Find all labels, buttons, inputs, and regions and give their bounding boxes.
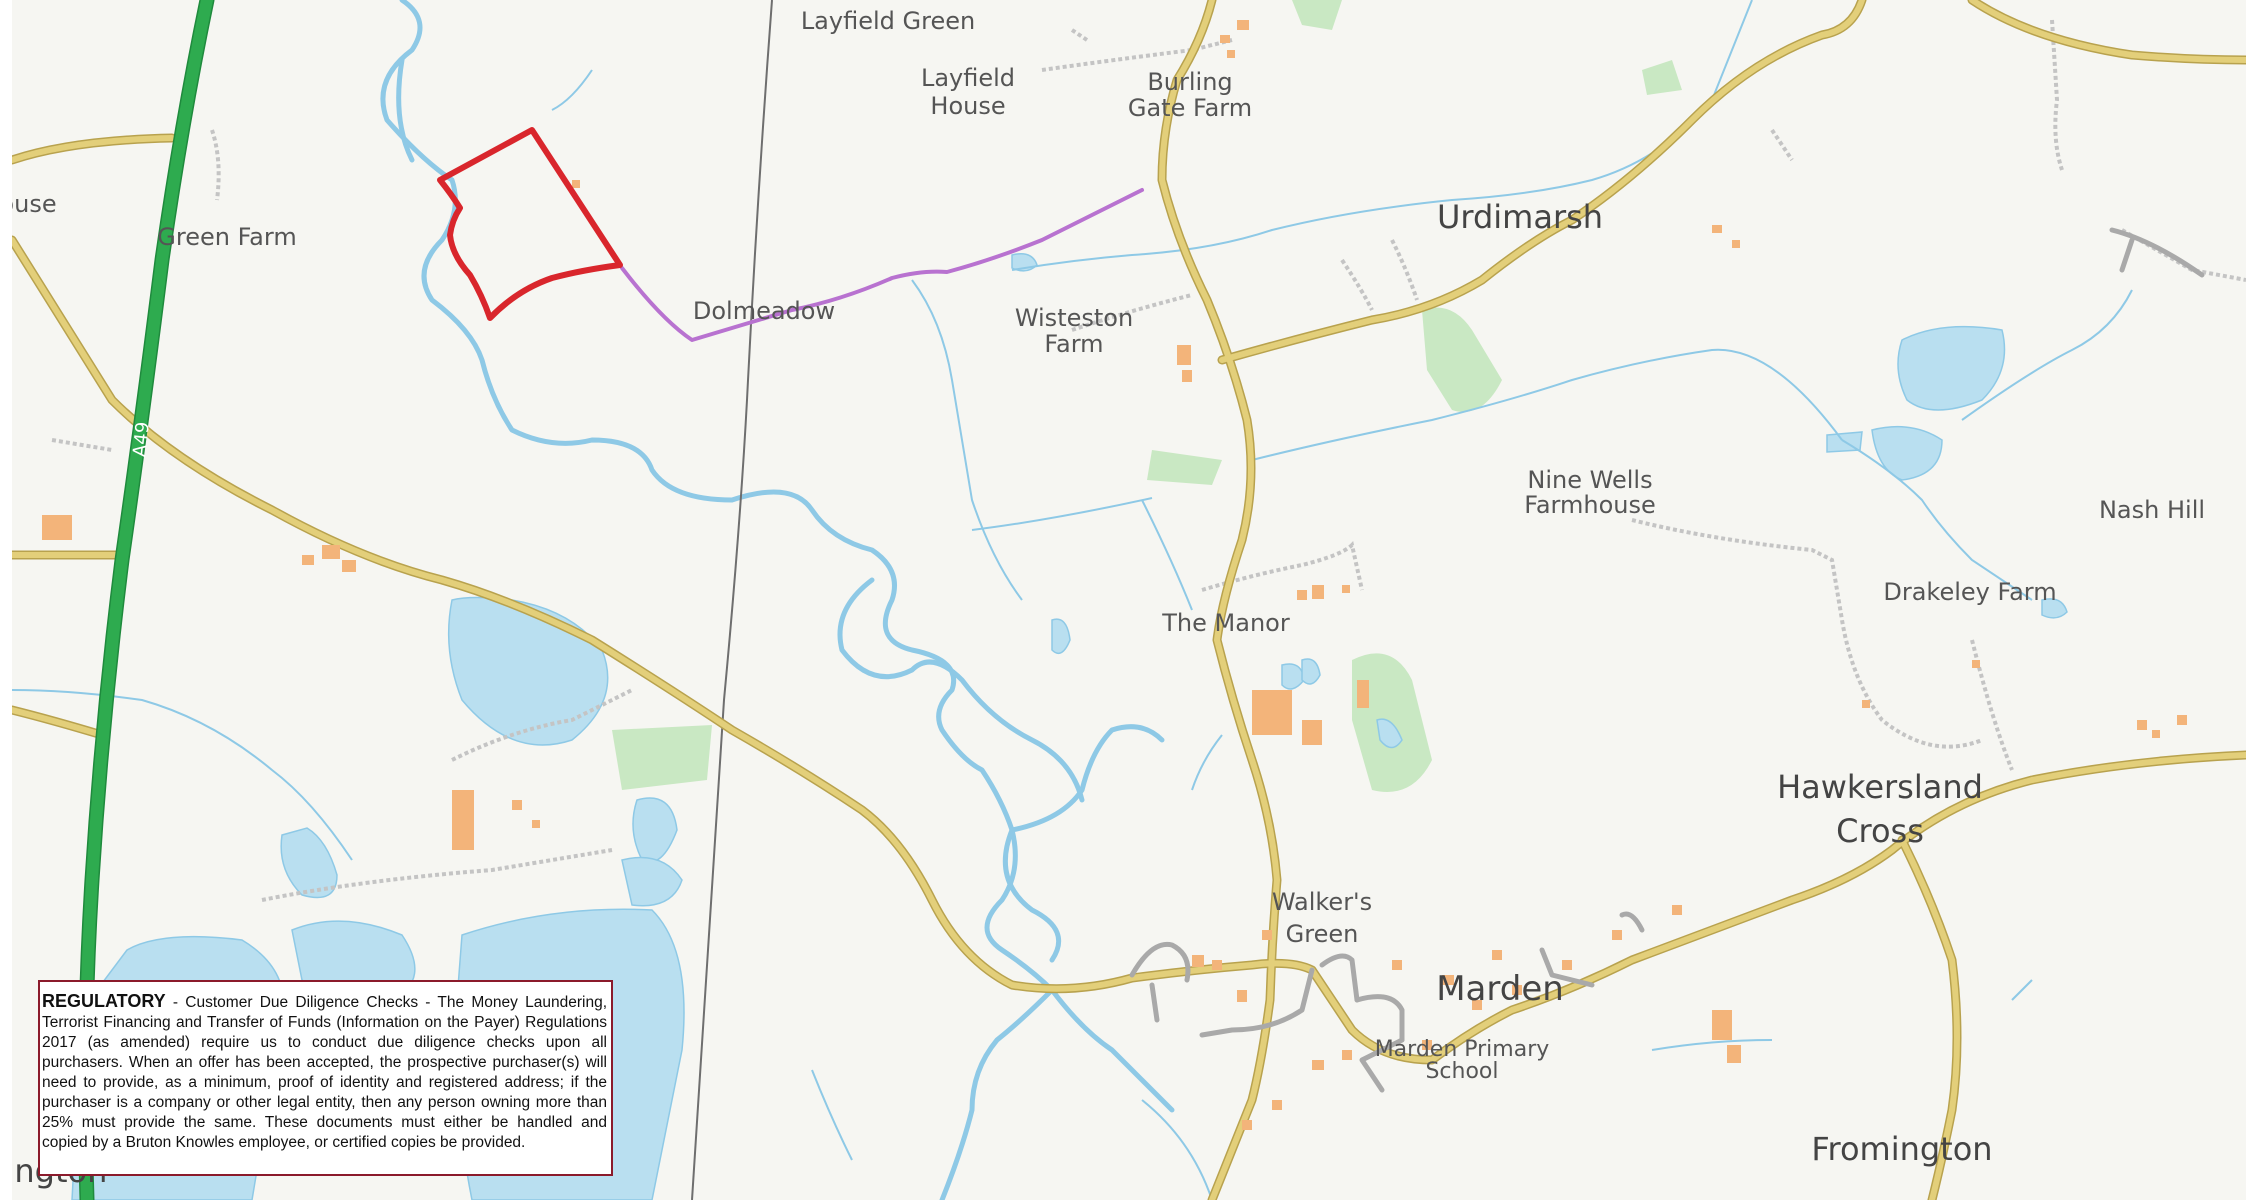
label-wisteston-line2: Farm — [1044, 330, 1103, 358]
label-nash-hill: Nash Hill — [2099, 496, 2205, 524]
label-wisteston-line1: Wisteston — [1015, 304, 1133, 332]
label-walkers-line2: Green — [1286, 920, 1359, 948]
boundary-line — [691, 0, 773, 1200]
label-marden-school-line1: Marden Primary — [1375, 1037, 1550, 1062]
place-labels: Layfield Green Layfield House Burling Ga… — [12, 7, 2205, 1190]
minor-roads — [12, 0, 2246, 1200]
site-boundary — [437, 127, 623, 321]
label-burling-line2: Gate Farm — [1128, 94, 1252, 122]
label-fromington: Fromington — [1811, 1130, 1992, 1168]
label-the-manor: The Manor — [1161, 609, 1290, 637]
label-dolmeadow: Dolmeadow — [693, 297, 835, 325]
label-marden-school-line2: School — [1425, 1059, 1498, 1084]
label-ouse: ouse — [12, 190, 57, 218]
a49-label: A49 — [129, 421, 154, 458]
buildings — [42, 20, 2187, 1130]
label-layfield-green: Layfield Green — [801, 7, 975, 35]
access-route — [620, 188, 1144, 342]
label-nine-wells-line2: Farmhouse — [1524, 491, 1656, 519]
rivers — [380, 0, 1175, 1200]
label-walkers-line1: Walker's — [1272, 888, 1372, 916]
label-marden: Marden — [1436, 969, 1564, 1009]
label-green-farm: Green Farm — [157, 223, 296, 251]
label-layfield-house-line2: House — [930, 92, 1005, 120]
label-nine-wells-line1: Nine Wells — [1527, 466, 1652, 494]
label-burling-line1: Burling — [1147, 68, 1232, 96]
label-hawkersland-line1: Hawkersland — [1777, 768, 1983, 806]
village-streets — [1129, 227, 2205, 1093]
regulatory-notice: REGULATORY - Customer Due Diligence Chec… — [38, 980, 613, 1176]
label-urdimarsh: Urdimarsh — [1437, 198, 1603, 236]
notice-heading: REGULATORY — [42, 991, 166, 1011]
label-hawkersland-line2: Cross — [1836, 812, 1924, 850]
label-drakeley-farm: Drakeley Farm — [1883, 578, 2056, 606]
notice-text: - Customer Due Diligence Checks - The Mo… — [42, 994, 607, 1151]
label-layfield-house-line1: Layfield — [921, 64, 1015, 92]
